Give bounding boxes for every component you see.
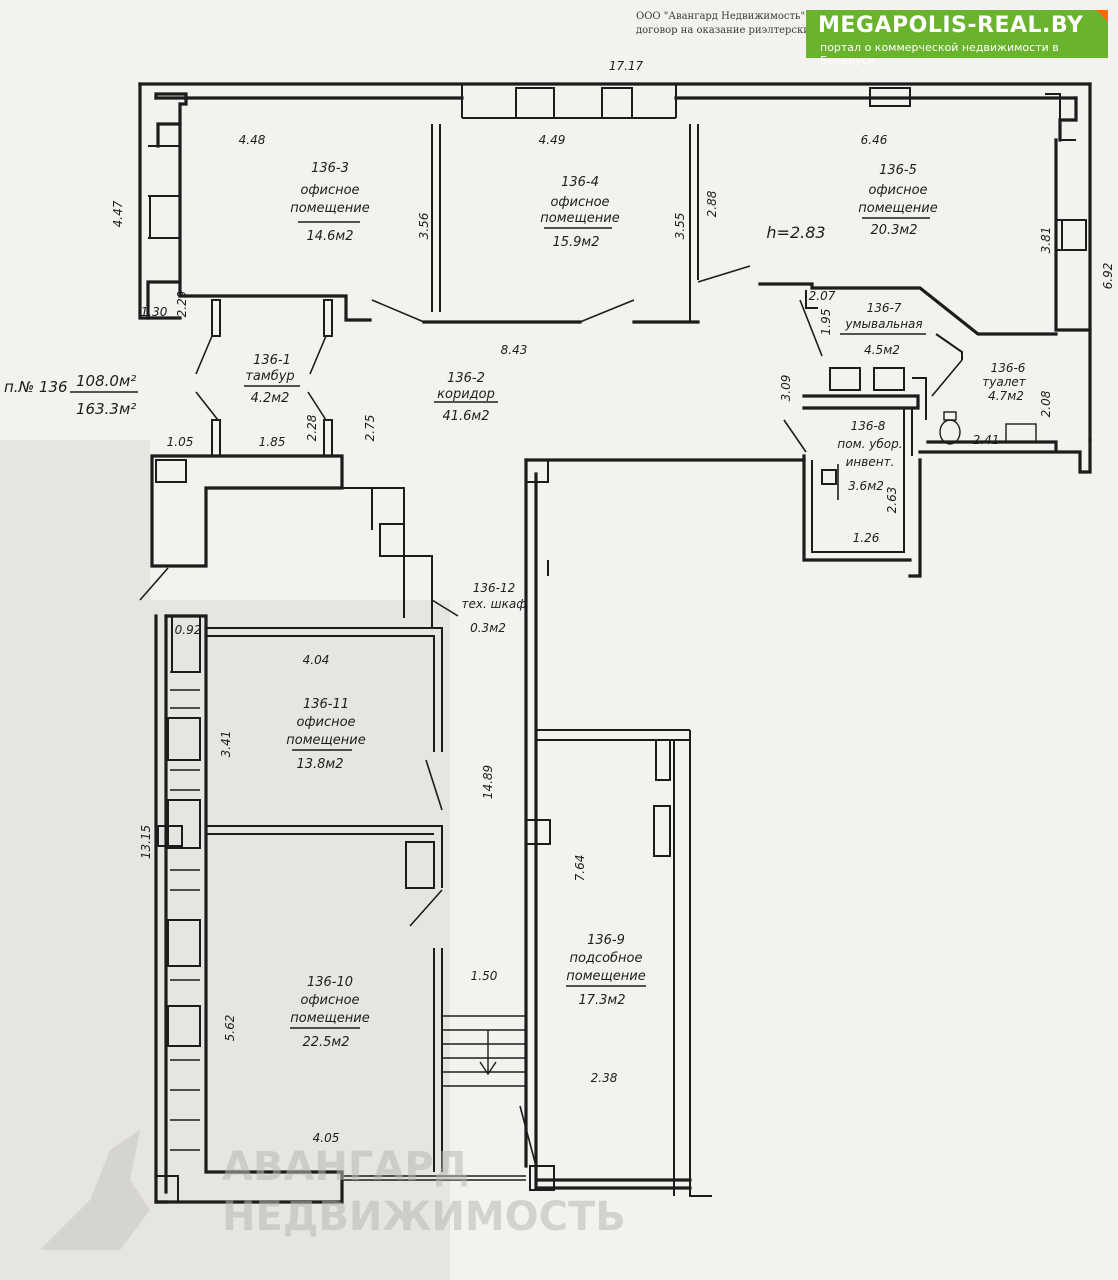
room-type: помещение bbox=[858, 201, 937, 216]
dim-label: 3.81 bbox=[1039, 227, 1053, 254]
room-type: помещение bbox=[566, 969, 645, 984]
room-type: тех. шкаф bbox=[462, 597, 527, 611]
dim-label: 14.89 bbox=[481, 765, 495, 799]
agency-line-2: договор на оказание риэлтерских bbox=[636, 25, 808, 36]
dim-label: 5.62 bbox=[223, 1015, 237, 1042]
room-id: 136-2 bbox=[447, 371, 485, 386]
dim-label: 2.08 bbox=[1039, 390, 1053, 417]
brand-banner[interactable]: MEGAPOLIS-REAL.BY портал о коммерческой … bbox=[806, 10, 1108, 67]
room-type: умывальная bbox=[844, 317, 922, 331]
dim-label: 2.41 bbox=[973, 433, 1000, 447]
room-area: 20.3м2 bbox=[870, 223, 917, 238]
room-area: 4.7м2 bbox=[988, 389, 1024, 403]
room-area: 17.3м2 bbox=[578, 993, 625, 1008]
brand-subtitle: портал о коммерческой недвижимости в Бел… bbox=[820, 41, 1059, 67]
room-type: офисное bbox=[300, 993, 359, 1008]
dim-label: 3.56 bbox=[417, 212, 431, 239]
dim-label: 7.64 bbox=[573, 855, 587, 882]
dimensions: 17.17 4.48 4.49 6.46 4.47 3.56 3.55 2.88… bbox=[111, 59, 1115, 1145]
room-labels: 136-3 офисное помещение 14.6м2 136-4 офи… bbox=[244, 161, 1027, 1050]
room-id: 136-5 bbox=[879, 163, 917, 178]
dim-label: 4.47 bbox=[111, 200, 125, 227]
dim-label: 1.05 bbox=[167, 435, 194, 449]
room-area: 22.5м2 bbox=[302, 1035, 349, 1050]
agency-line-1: ООО "Авангард Недвижимость" bbox=[636, 11, 806, 22]
room-type: помещение bbox=[290, 201, 369, 216]
room-type: офисное bbox=[300, 183, 359, 198]
room-area: 4.2м2 bbox=[251, 391, 290, 406]
dim-label: 2.29 bbox=[175, 291, 189, 318]
room-type: офисное bbox=[868, 183, 927, 198]
premises-area-bottom: 163.3м² bbox=[76, 400, 136, 418]
room-type: инвент. bbox=[846, 455, 895, 469]
brand-corner-mark bbox=[1096, 10, 1108, 22]
room-id: 136-9 bbox=[587, 933, 625, 948]
dim-label: 3.09 bbox=[779, 375, 793, 402]
dim-label: 6.46 bbox=[861, 133, 888, 147]
watermark-line-2: НЕДВИЖИМОСТЬ bbox=[222, 1194, 626, 1240]
room-id: 136-7 bbox=[867, 301, 902, 315]
dim-label: 1.50 bbox=[471, 969, 498, 983]
room-type: туалет bbox=[982, 375, 1026, 389]
room-type: офисное bbox=[550, 195, 609, 210]
room-type: пом. убор. bbox=[837, 437, 902, 451]
dim-label: 6.92 bbox=[1101, 263, 1115, 290]
room-id: 136-6 bbox=[991, 361, 1026, 375]
dim-label: 3.55 bbox=[673, 213, 687, 240]
room-type: подсобное bbox=[569, 951, 642, 966]
agency-note: ООО "Авангард Недвижимость" договор на о… bbox=[636, 10, 808, 38]
dim-label: 2.07 bbox=[809, 289, 836, 303]
watermark: АВАНГАРД НЕДВИЖИМОСТЬ bbox=[40, 1130, 626, 1250]
room-area: 15.9м2 bbox=[552, 235, 599, 250]
room-type: тамбур bbox=[245, 369, 294, 384]
dim-label: 2.38 bbox=[591, 1071, 618, 1085]
dim-label: 13.15 bbox=[139, 825, 153, 859]
room-area: 4.5м2 bbox=[864, 343, 900, 357]
room-area: 0.3м2 bbox=[470, 621, 506, 635]
dim-label: 1.30 bbox=[141, 305, 168, 319]
dim-label: 17.17 bbox=[609, 59, 644, 73]
dim-label: 0.92 bbox=[175, 623, 202, 637]
dim-label: 4.49 bbox=[539, 133, 566, 147]
room-id: 136-10 bbox=[307, 975, 353, 990]
dim-label: 4.05 bbox=[313, 1131, 340, 1145]
room-id: 136-1 bbox=[253, 353, 291, 368]
dim-label: 1.26 bbox=[853, 531, 880, 545]
dim-label: 2.63 bbox=[885, 487, 899, 514]
room-area: 41.6м2 bbox=[442, 409, 489, 424]
dim-label: 2.88 bbox=[705, 190, 719, 217]
brand-title: MEGAPOLIS-REAL.BY bbox=[818, 13, 1084, 38]
dim-label: 2.75 bbox=[363, 415, 377, 442]
horse-logo-icon bbox=[40, 1130, 150, 1250]
room-id: 136-8 bbox=[851, 419, 886, 433]
room-type: помещение bbox=[286, 733, 365, 748]
dim-label: 1.85 bbox=[259, 435, 286, 449]
premises-note: п.№ 136 108.0м² 163.3м² bbox=[4, 372, 138, 418]
dim-label: 3.41 bbox=[219, 731, 233, 758]
room-type: коридор bbox=[437, 387, 495, 402]
room-area: 13.8м2 bbox=[296, 757, 343, 772]
ceiling-height: h=2.83 bbox=[766, 223, 825, 242]
walls bbox=[138, 82, 1092, 1204]
room-type: офисное bbox=[296, 715, 355, 730]
dim-label: 1.95 bbox=[819, 309, 833, 336]
premises-prefix: п.№ 136 bbox=[4, 378, 68, 396]
room-id: 136-3 bbox=[311, 161, 349, 176]
dim-label: 4.04 bbox=[303, 653, 330, 667]
watermark-line-1: АВАНГАРД bbox=[222, 1144, 469, 1190]
room-id: 136-12 bbox=[473, 581, 516, 595]
room-type: помещение bbox=[290, 1011, 369, 1026]
dim-label: 4.48 bbox=[239, 133, 266, 147]
room-area: 14.6м2 bbox=[306, 229, 353, 244]
room-id: 136-4 bbox=[561, 175, 599, 190]
room-area: 3.6м2 bbox=[848, 479, 884, 493]
dim-label: 2.28 bbox=[305, 414, 319, 441]
room-type: помещение bbox=[540, 211, 619, 226]
room-id: 136-11 bbox=[303, 697, 349, 712]
dim-label: 8.43 bbox=[501, 343, 528, 357]
premises-area-top: 108.0м² bbox=[76, 372, 136, 390]
